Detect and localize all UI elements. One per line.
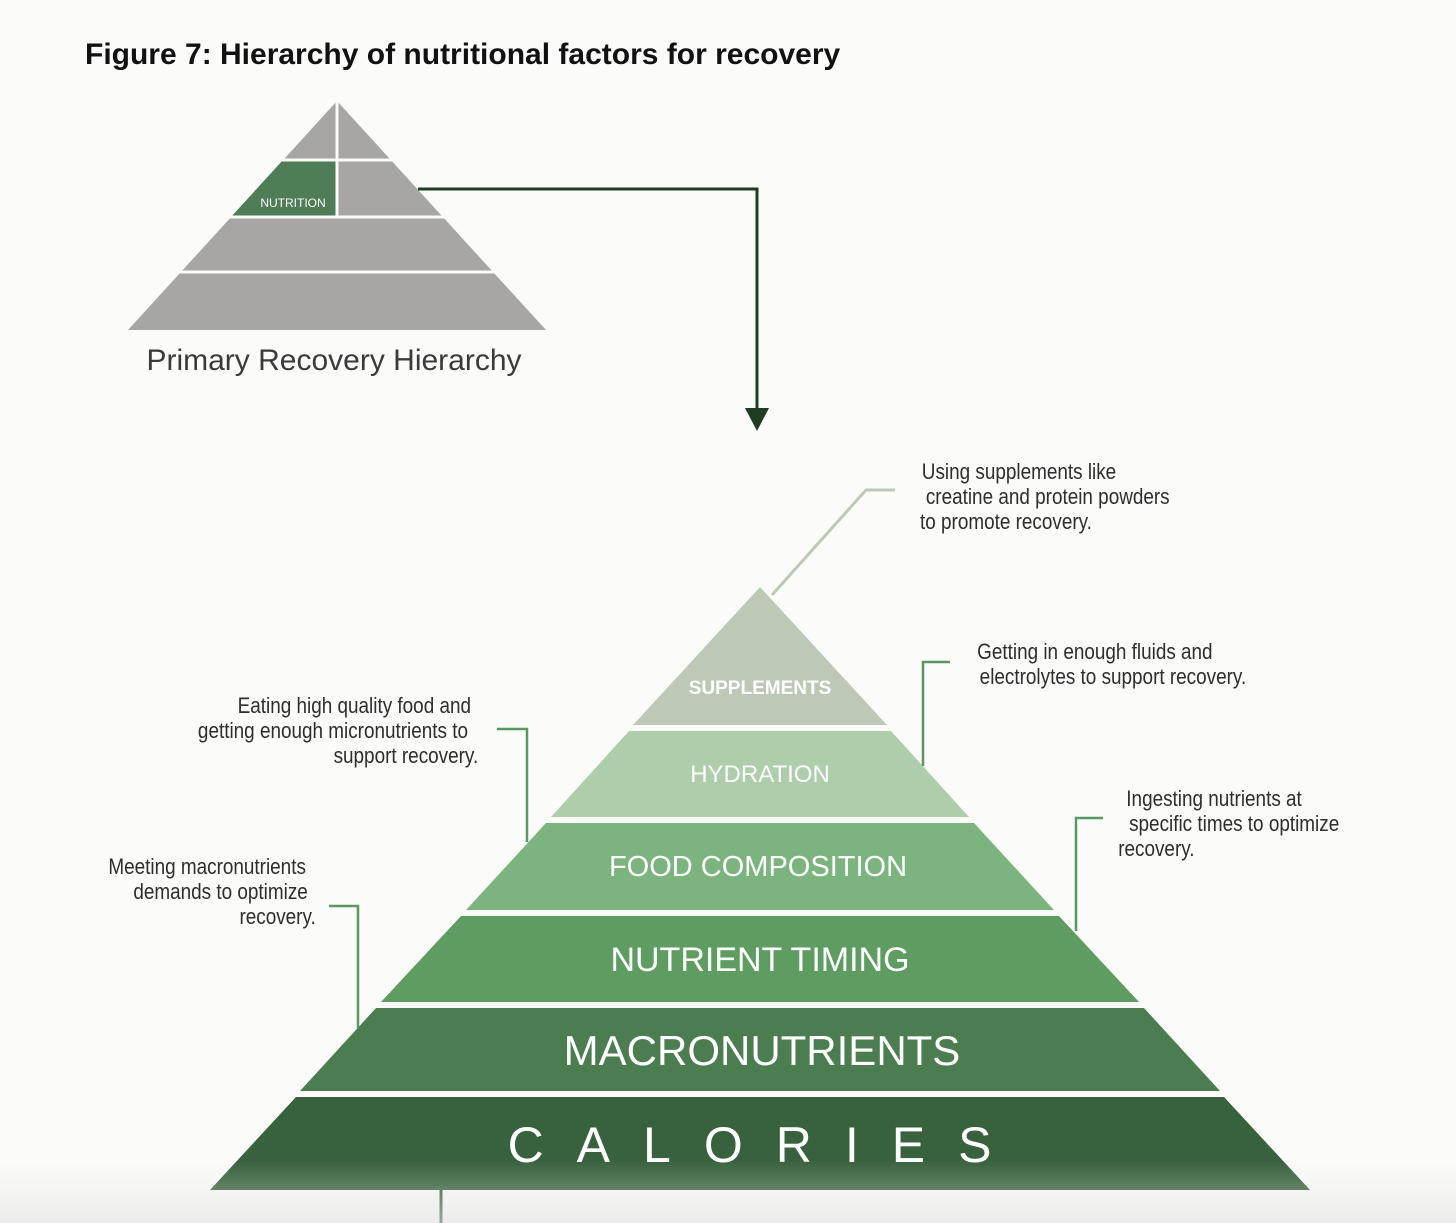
- leader-supplements: [770, 488, 895, 597]
- connector-arrowhead: [745, 408, 769, 431]
- tier-label-supplements: SUPPLEMENTS: [689, 678, 832, 699]
- connector-arrow: [418, 187, 769, 431]
- annotation-line: Ingesting nutrients at: [1126, 787, 1302, 812]
- tier-nutrient-timing: [381, 916, 1139, 1002]
- tier-label-food-composition: FOOD COMPOSITION: [609, 851, 907, 883]
- figure-title: Figure 7: Hierarchy of nutritional facto…: [85, 38, 841, 71]
- nutrition-cell-label: NUTRITION: [260, 196, 325, 210]
- annotation-line: recovery.: [1118, 837, 1194, 862]
- annotation-line: support recovery.: [334, 744, 479, 769]
- leader-food-composition: [497, 727, 529, 842]
- annotation-hydration: Getting in enough fluids and electrolyte…: [977, 640, 1246, 690]
- annotation-line: Meeting macronutrients: [108, 855, 306, 880]
- nutrition-cell: [231, 160, 337, 217]
- leader-lines: [329, 488, 1103, 1223]
- annotation-line: demands to optimize: [133, 880, 307, 905]
- annotation-nutrient-timing: Ingesting nutrients at specific times to…: [1118, 787, 1339, 862]
- tier-macronutrients: [300, 1008, 1220, 1091]
- annotation-food-composition: Eating high quality food and getting eno…: [198, 694, 478, 769]
- tier-label-macronutrients: MACRONUTRIENTS: [564, 1027, 961, 1074]
- tier-label-calories: CALORIES: [508, 1117, 1025, 1173]
- annotation-line: creatine and protein powders: [926, 485, 1170, 510]
- annotation-line: Eating high quality food and: [238, 694, 471, 719]
- tier-supplements: [633, 587, 887, 725]
- annotation-macronutrients: Meeting macronutrients demands to optimi…: [108, 855, 315, 930]
- leader-nutrient-timing: [1074, 816, 1103, 931]
- annotation-line: recovery.: [239, 905, 315, 930]
- primary-recovery-pyramid: NUTRITION Primary Recovery Hierarchy: [120, 95, 560, 377]
- annotation-line: electrolytes to support recovery.: [980, 665, 1247, 690]
- tier-label-nutrient-timing: NUTRIENT TIMING: [610, 941, 909, 979]
- tier-label-hydration: HYDRATION: [690, 761, 830, 788]
- annotation-line: to promote recovery.: [920, 510, 1092, 535]
- annotation-line: specific times to optimize: [1129, 812, 1339, 837]
- leader-hydration: [921, 660, 950, 766]
- primary-hierarchy-caption: Primary Recovery Hierarchy: [146, 344, 521, 377]
- tier-hydration: [551, 731, 969, 817]
- tier-food-composition: [466, 823, 1054, 910]
- annotation-line: Getting in enough fluids and: [977, 640, 1212, 665]
- leader-macronutrients: [329, 904, 360, 1028]
- annotation-line: Using supplements like: [922, 460, 1116, 485]
- connector-arrow-line: [418, 187, 759, 414]
- annotation-supplements: Using supplements like creatine and prot…: [920, 460, 1170, 535]
- annotation-line: getting enough micronutrients to: [198, 719, 468, 744]
